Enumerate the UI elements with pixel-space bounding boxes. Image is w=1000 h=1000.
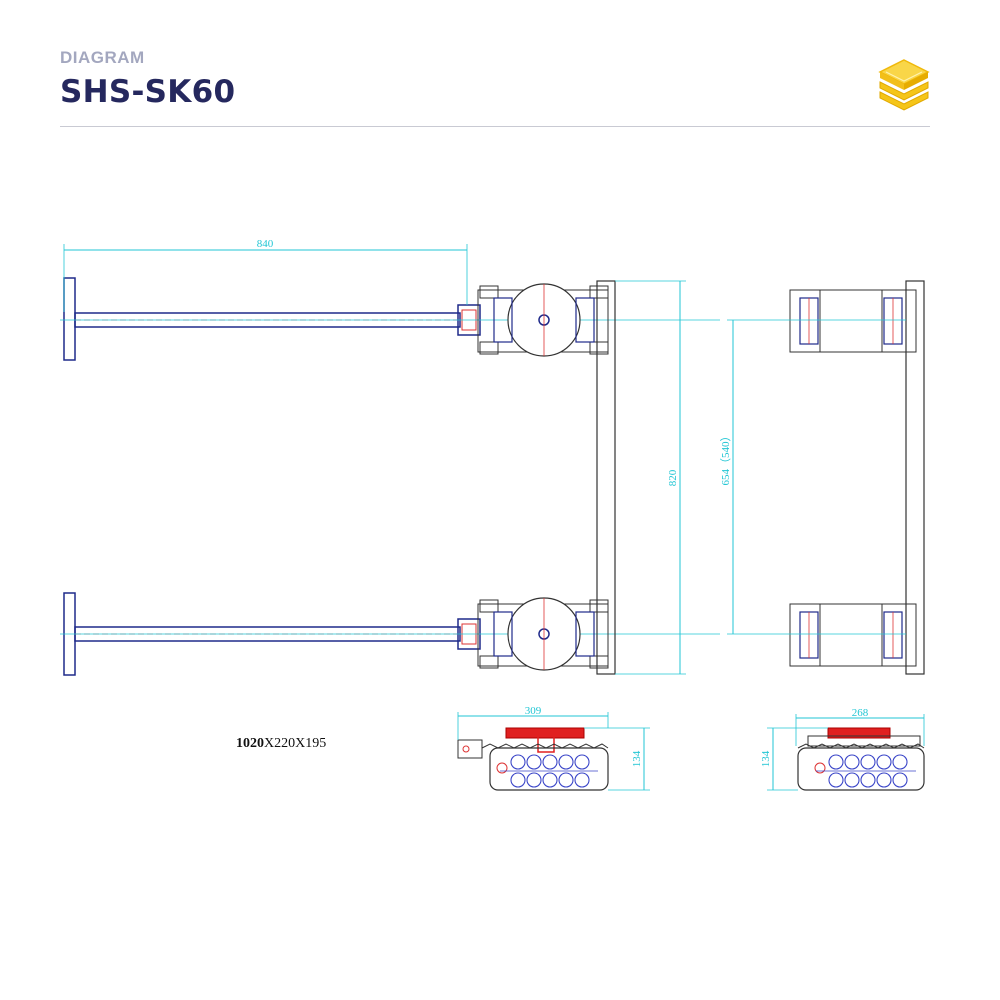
dim-frame-length: 820 [667,469,679,486]
handle-upper [63,277,481,361]
side-view-frame [789,280,925,675]
dimension-840: 840 [63,238,468,312]
diagram-label: DIAGRAM [60,48,145,67]
page-title: SHS-SK60 [60,74,236,110]
layers-logo-icon [878,59,930,111]
frame-bar [596,280,616,675]
dimension-820: 820 [615,280,686,675]
header-divider [60,126,930,127]
dolly-lower-top-view [477,597,609,671]
dim-handle-length: 840 [257,238,274,250]
size-caption: 1020X220X195 [236,736,326,751]
dimension-134-side: 134 [760,727,828,791]
dimension-654: 654（540） [719,319,906,635]
side-view-dolly-bottom [797,727,925,791]
dim-side-height: 134 [760,750,772,767]
dimension-268: 268 [795,707,925,746]
dim-front-height: 134 [631,750,643,767]
size-caption-bold: 1020 [236,736,264,751]
dolly-upper-top-view [477,283,609,357]
dim-front-width: 309 [525,705,542,717]
size-caption-rest: X220X195 [264,736,326,751]
dim-wheelbase: 654（540） [719,431,732,486]
dim-side-width: 268 [852,707,869,719]
dimension-309: 309 [457,705,609,740]
header: DIAGRAM SHS-SK60 [60,48,930,110]
front-view-dolly [457,727,609,791]
dimension-134-front: 134 [584,727,650,791]
